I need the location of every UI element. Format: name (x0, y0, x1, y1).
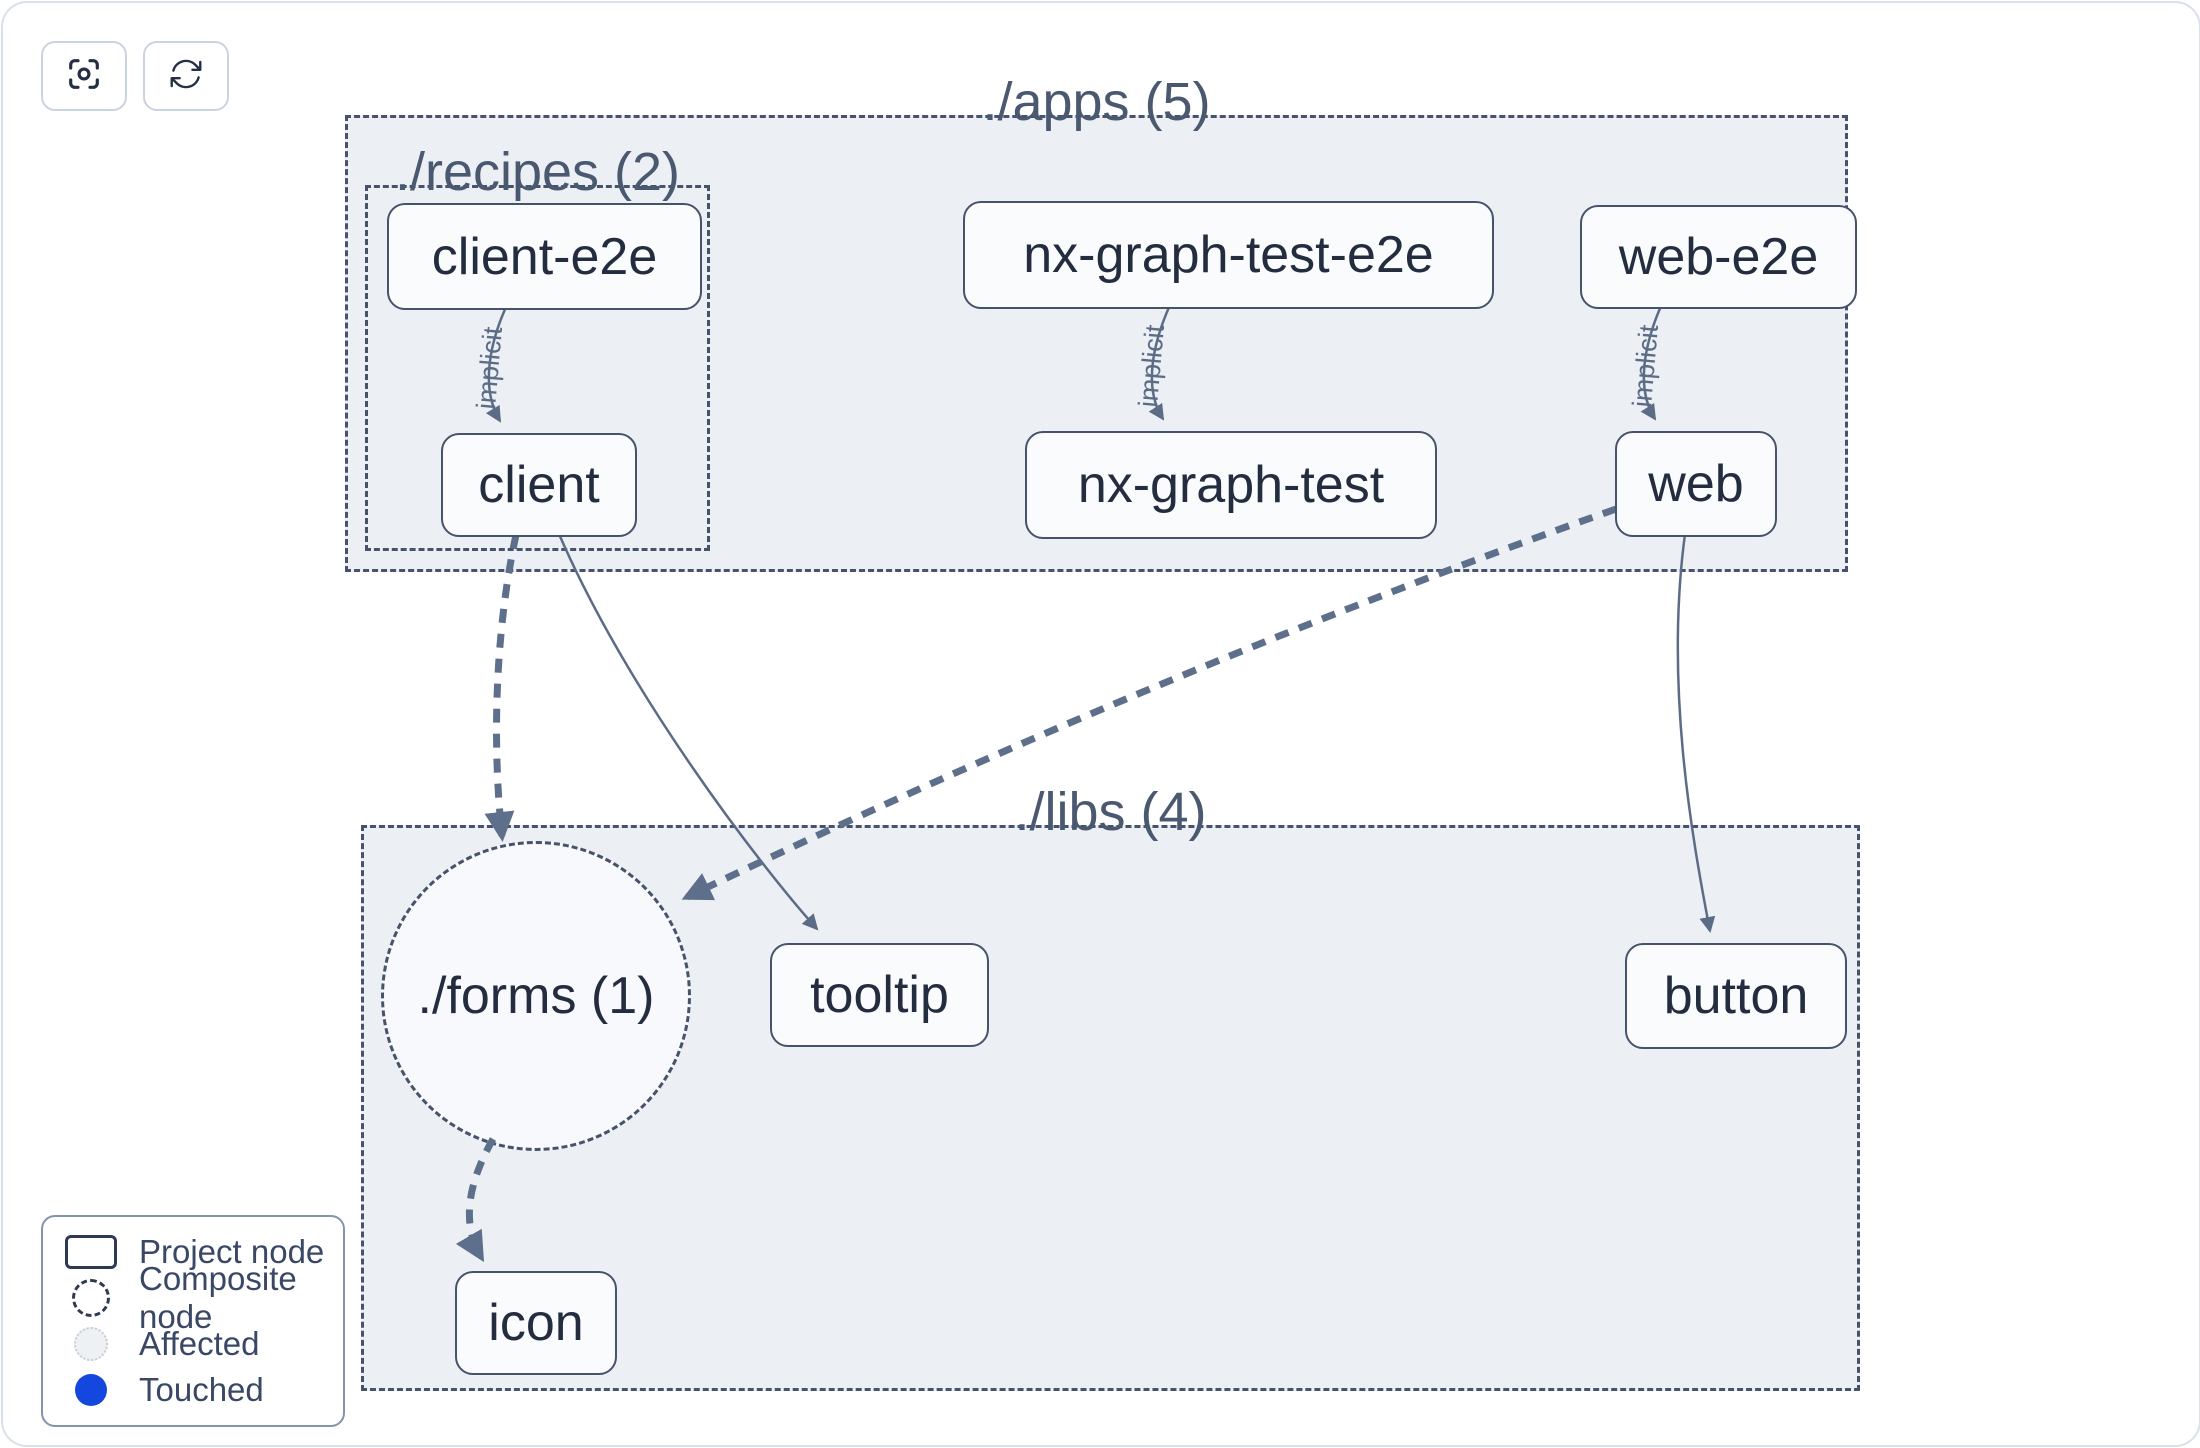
legend-label-composite-node: Composite node (139, 1260, 297, 1335)
node-client-label: client (478, 456, 600, 514)
group-recipes-label: ./recipes (2) (394, 141, 681, 202)
composite-node-swatch-icon (72, 1279, 110, 1317)
project-node-swatch-icon (65, 1235, 117, 1269)
group-libs-label: ./libs (4) (1014, 781, 1207, 842)
node-client-e2e[interactable]: client-e2e (387, 203, 702, 310)
affected-swatch-icon (74, 1327, 108, 1361)
node-nx-graph-test-e2e[interactable]: nx-graph-test-e2e (963, 201, 1494, 309)
node-nx-graph-test-label: nx-graph-test (1077, 456, 1385, 514)
group-recipes[interactable]: ./recipes (2) (365, 142, 710, 551)
refresh-arrows-icon (167, 55, 205, 98)
node-nx-graph-test[interactable]: nx-graph-test (1025, 431, 1437, 539)
graph-toolbar (41, 41, 229, 111)
legend-item-touched: Touched (43, 1367, 343, 1413)
legend-item-affected: Affected (43, 1321, 343, 1367)
composite-node-forms[interactable]: ./forms (1) (381, 841, 691, 1151)
legend-item-composite-node: Composite node (43, 1260, 343, 1335)
focus-reset-button[interactable] (41, 41, 127, 111)
node-client-e2e-label: client-e2e (431, 227, 658, 286)
node-web[interactable]: web (1615, 431, 1777, 537)
legend-label-touched: Touched (139, 1371, 264, 1408)
group-apps-label: ./apps (5) (982, 71, 1211, 132)
node-button[interactable]: button (1625, 943, 1847, 1049)
legend-label-project-node: Project node (139, 1233, 325, 1270)
node-icon-label: icon (488, 1294, 584, 1352)
graph-legend: Project node Composite node Affected Tou… (41, 1215, 345, 1427)
node-web-e2e[interactable]: web-e2e (1580, 205, 1857, 309)
node-icon[interactable]: icon (455, 1271, 617, 1375)
touched-swatch-icon (75, 1374, 107, 1406)
node-web-label: web (1648, 455, 1744, 513)
legend-item-project-node: Project node (43, 1229, 343, 1275)
node-web-e2e-label: web-e2e (1618, 228, 1819, 286)
node-tooltip-label: tooltip (810, 966, 949, 1024)
composite-node-forms-label: ./forms (1) (417, 967, 655, 1025)
node-button-label: button (1663, 967, 1809, 1025)
refresh-button[interactable] (143, 41, 229, 111)
edge-client-to-forms (484, 534, 520, 842)
node-client[interactable]: client (441, 433, 637, 537)
scan-focus-icon (65, 55, 103, 98)
legend-label-affected: Affected (139, 1325, 260, 1362)
node-nx-graph-test-e2e-label: nx-graph-test-e2e (1023, 226, 1434, 284)
node-tooltip[interactable]: tooltip (770, 943, 989, 1047)
